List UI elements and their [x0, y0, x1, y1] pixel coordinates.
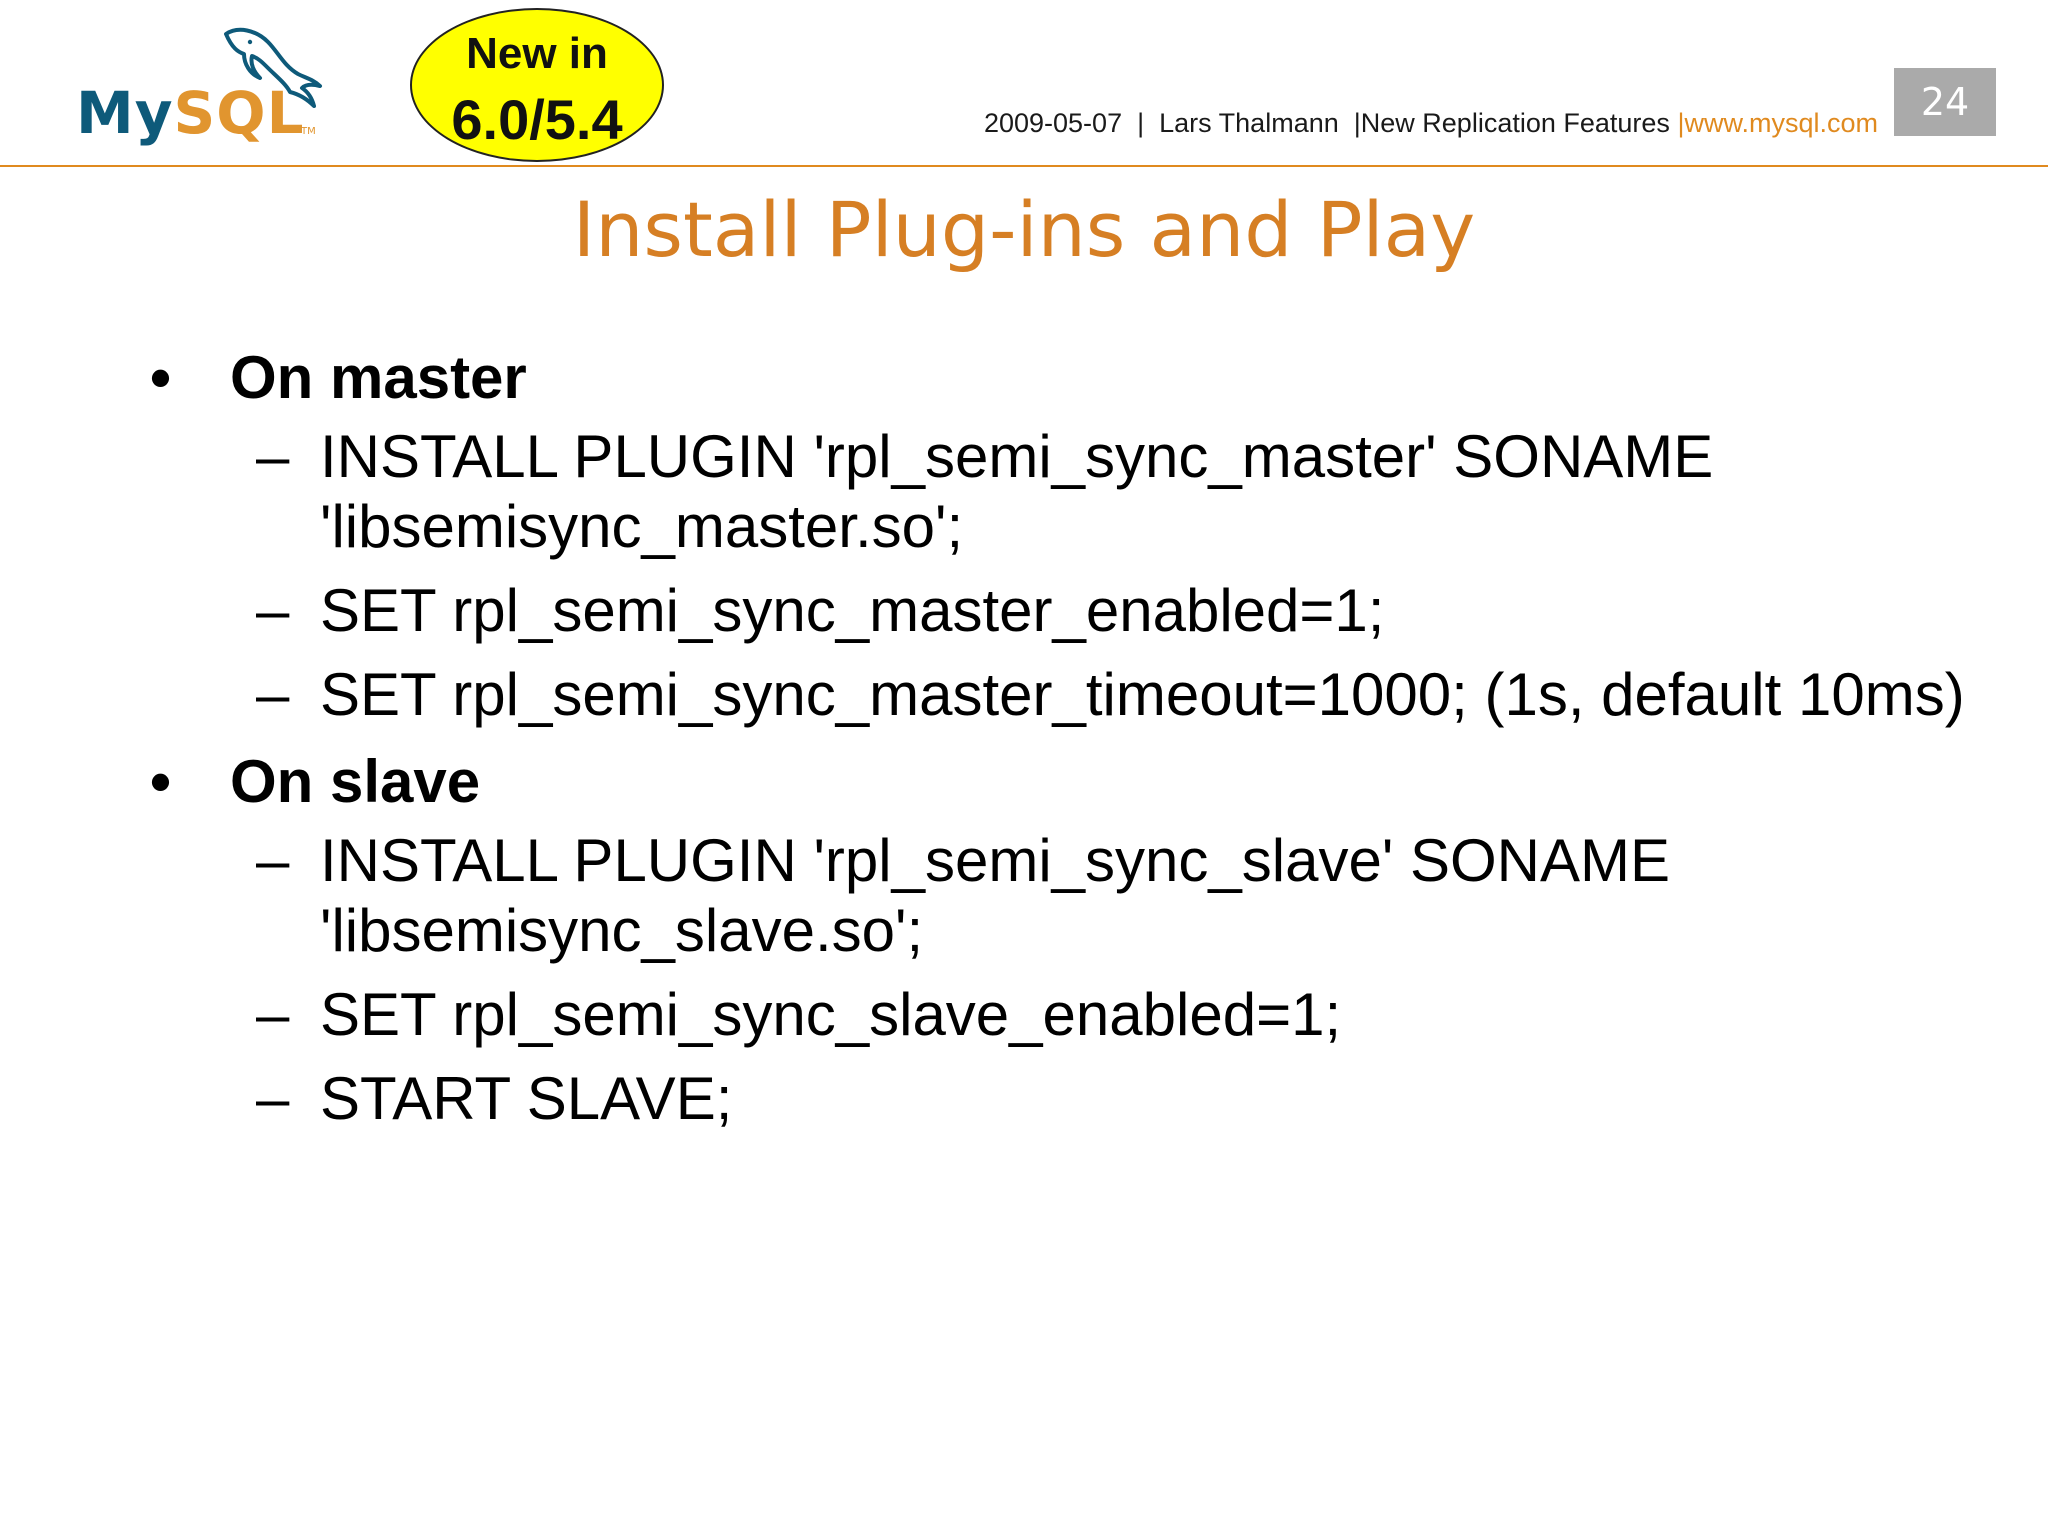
- logo-sql: SQL: [173, 79, 305, 147]
- presentation-title: New Replication Features: [1360, 108, 1670, 138]
- bullet-item: • On master: [150, 340, 1970, 416]
- badge-line2: 6.0/5.4: [451, 88, 623, 151]
- bullet-icon: •: [150, 344, 172, 411]
- dash-icon: –: [256, 577, 290, 644]
- dash-icon: –: [256, 661, 290, 728]
- logo-my: My: [76, 79, 174, 147]
- header-meta: 2009-05-07 | Lars Thalmann |New Replicat…: [984, 108, 1878, 139]
- logo-trademark: TM: [301, 126, 316, 137]
- dash-icon: –: [256, 423, 290, 490]
- author-name: Lars Thalmann: [1159, 108, 1339, 138]
- bullet-item: • On slave: [150, 744, 1970, 820]
- sub-item: – SET rpl_semi_sync_master_enabled=1;: [150, 576, 1970, 646]
- sub-item: – START SLAVE;: [150, 1064, 1970, 1134]
- bullet-heading: On master: [230, 344, 527, 411]
- dolphin-icon: [224, 27, 322, 108]
- meta-separator: |: [1353, 108, 1361, 138]
- slide-body: • On master – INSTALL PLUGIN 'rpl_semi_s…: [150, 340, 1970, 1148]
- bullet-icon: •: [150, 748, 172, 815]
- meta-separator: |: [1677, 108, 1685, 138]
- sub-item-text: SET rpl_semi_sync_master_enabled=1;: [320, 577, 1385, 644]
- sub-item: – INSTALL PLUGIN 'rpl_semi_sync_slave' S…: [150, 826, 1970, 966]
- mysql-logo: MySQL TM: [76, 18, 326, 148]
- version-badge: New in 6.0/5.4: [410, 8, 664, 162]
- slide-title: Install Plug-ins and Play: [572, 185, 1476, 274]
- presentation-date: 2009-05-07: [983, 108, 1123, 138]
- sub-item-text: SET rpl_semi_sync_master_timeout=1000; (…: [320, 661, 1965, 728]
- sub-item-text: SET rpl_semi_sync_slave_enabled=1;: [320, 981, 1342, 1048]
- dash-icon: –: [256, 1065, 290, 1132]
- meta-separator: |: [1137, 108, 1145, 138]
- sub-item: – SET rpl_semi_sync_master_timeout=1000;…: [150, 660, 1970, 730]
- header-divider: [0, 165, 2048, 167]
- badge-line1: New in: [466, 29, 608, 78]
- sub-item-text: INSTALL PLUGIN 'rpl_semi_sync_master' SO…: [320, 423, 1714, 560]
- logo-wordmark: MySQL: [76, 84, 305, 142]
- page-number: 24: [1894, 68, 1996, 136]
- dash-icon: –: [256, 981, 290, 1048]
- sub-item: – INSTALL PLUGIN 'rpl_semi_sync_master' …: [150, 422, 1970, 562]
- sub-item: – SET rpl_semi_sync_slave_enabled=1;: [150, 980, 1970, 1050]
- bullet-heading: On slave: [230, 748, 481, 815]
- sub-item-text: INSTALL PLUGIN 'rpl_semi_sync_slave' SON…: [320, 827, 1670, 964]
- sub-item-text: START SLAVE;: [320, 1065, 733, 1132]
- dash-icon: –: [256, 827, 290, 894]
- website-link[interactable]: www.mysql.com: [1684, 108, 1878, 138]
